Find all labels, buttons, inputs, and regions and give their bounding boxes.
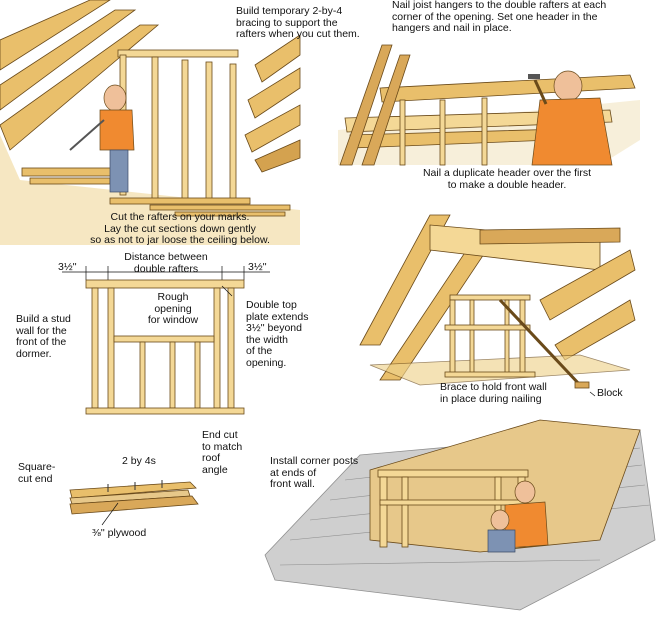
brace-block — [574, 381, 590, 389]
sole-plate — [85, 407, 245, 415]
panel-stud-wall — [62, 266, 270, 415]
caption-build-wall: Build a stud wall for the front of the d… — [16, 313, 71, 360]
two-by-four-bottom — [69, 495, 199, 515]
front-wall-frame — [444, 294, 536, 378]
dormer-sheathing — [369, 419, 641, 553]
caption-duplicate-header: Nail a duplicate header over the first t… — [422, 167, 592, 191]
panel-hangers — [338, 44, 640, 166]
caption-rough-opening: Rough opening for window — [147, 291, 199, 326]
attic-floor — [0, 135, 300, 245]
caption-block: Block — [597, 387, 623, 399]
double-top-plate — [85, 279, 245, 289]
caption-brace: Brace to hold front wall in place during… — [440, 381, 547, 405]
two-by-four-top — [69, 481, 197, 499]
hanger-rafters — [339, 44, 488, 166]
panel-braced-wall — [359, 214, 636, 397]
panel-corner-post — [69, 480, 199, 526]
caption-bracing: Build temporary 2-by-4 bracing to suppor… — [236, 5, 360, 40]
caption-corner-posts: Install corner posts at ends of front wa… — [270, 455, 359, 490]
caption-dim-right: 3½'' — [248, 261, 267, 273]
panel-bracing — [0, 0, 301, 245]
worker-installing-post — [487, 480, 549, 553]
diagonal-brace — [498, 298, 582, 387]
window-header — [113, 335, 215, 343]
caption-double-top-plate: Double top plate extends 3½'' beyond the… — [246, 299, 309, 369]
caption-distance: Distance between double rafters — [124, 251, 208, 275]
caption-plywood: ⅜'' plywood — [92, 527, 147, 539]
worker-hammering — [528, 70, 613, 166]
caption-cut-rafters: Cut the rafters on your marks. Lay the c… — [90, 211, 270, 246]
worker-sawing — [69, 84, 135, 193]
caption-end-cut: End cut to match roof angle — [202, 429, 243, 476]
caption-hangers: Nail joist hangers to the double rafters… — [392, 0, 607, 34]
panel-dormer-roof — [264, 419, 656, 611]
caption-two-by-fours: 2 by 4s — [122, 455, 156, 467]
caption-square-cut: Square- cut end — [18, 461, 56, 485]
caption-dim-left: 3½'' — [58, 261, 77, 273]
